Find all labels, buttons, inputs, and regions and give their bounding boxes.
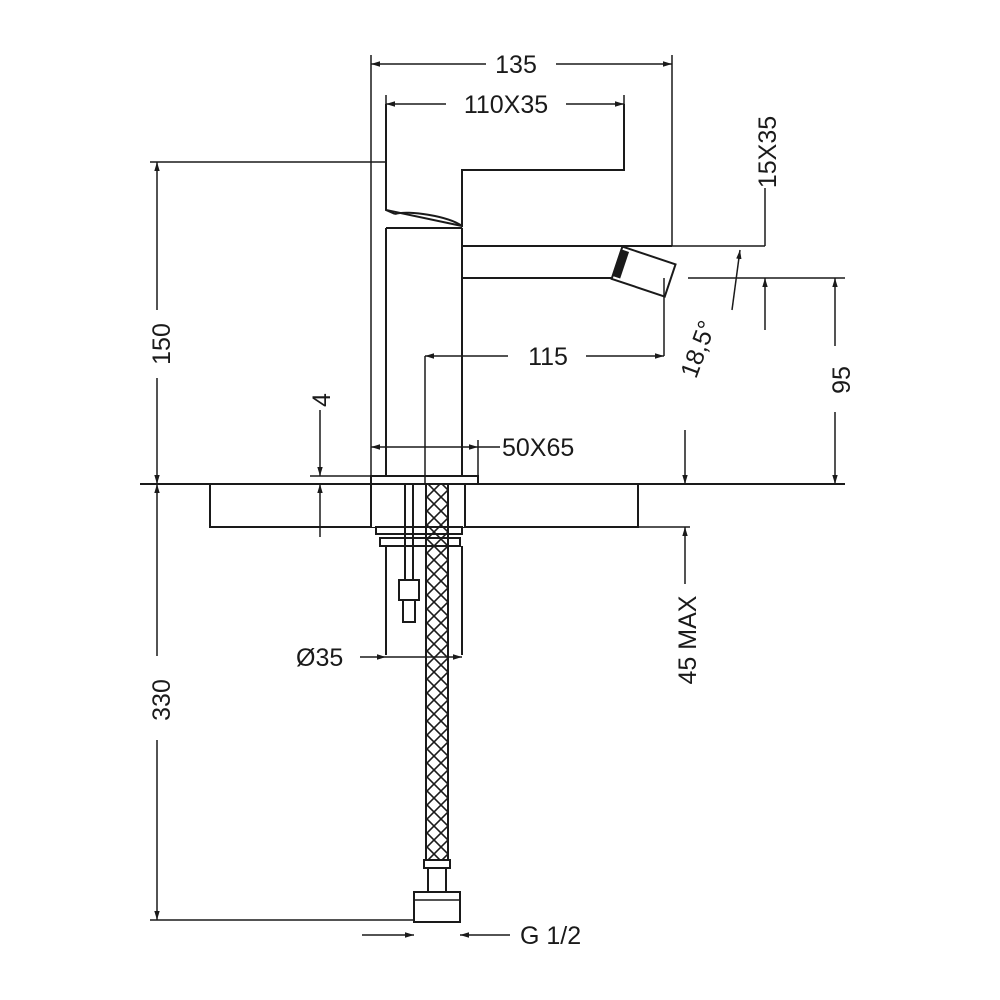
deck-section [140,483,845,528]
dim-tail-diameter: Ø35 [296,644,343,672]
mounting-nut [379,537,461,547]
dim-nozzle-angle: 18,5° [675,317,721,382]
dim-below-deck: 330 [148,679,176,721]
stud-end [402,599,416,623]
hose-collar [427,867,447,893]
dim-base: 50X65 [502,434,574,462]
dim-height-above-deck: 150 [148,323,176,365]
dim-spout-reach: 115 [528,343,568,371]
dimension-lines [150,55,845,938]
under-deck-assembly [375,483,463,923]
lever-handle [385,104,625,228]
hose-ferrule [423,859,451,869]
dim-connection: G 1/2 [520,922,581,950]
faucet-body [370,104,677,485]
nozzle [610,245,677,298]
dim-lever: 110X35 [464,91,548,119]
dim-deck-thickness: 45 MAX [674,595,702,684]
mounting-washer [375,526,463,535]
dim-overall-width: 135 [495,51,537,79]
dim-base-thickness: 4 [308,393,336,407]
stud-nut [398,579,420,601]
dim-outlet-height: 95 [828,366,856,394]
hose-fitting-nut [413,891,461,923]
dim-nozzle: 15X35 [754,116,782,188]
braided-hose [425,483,449,861]
